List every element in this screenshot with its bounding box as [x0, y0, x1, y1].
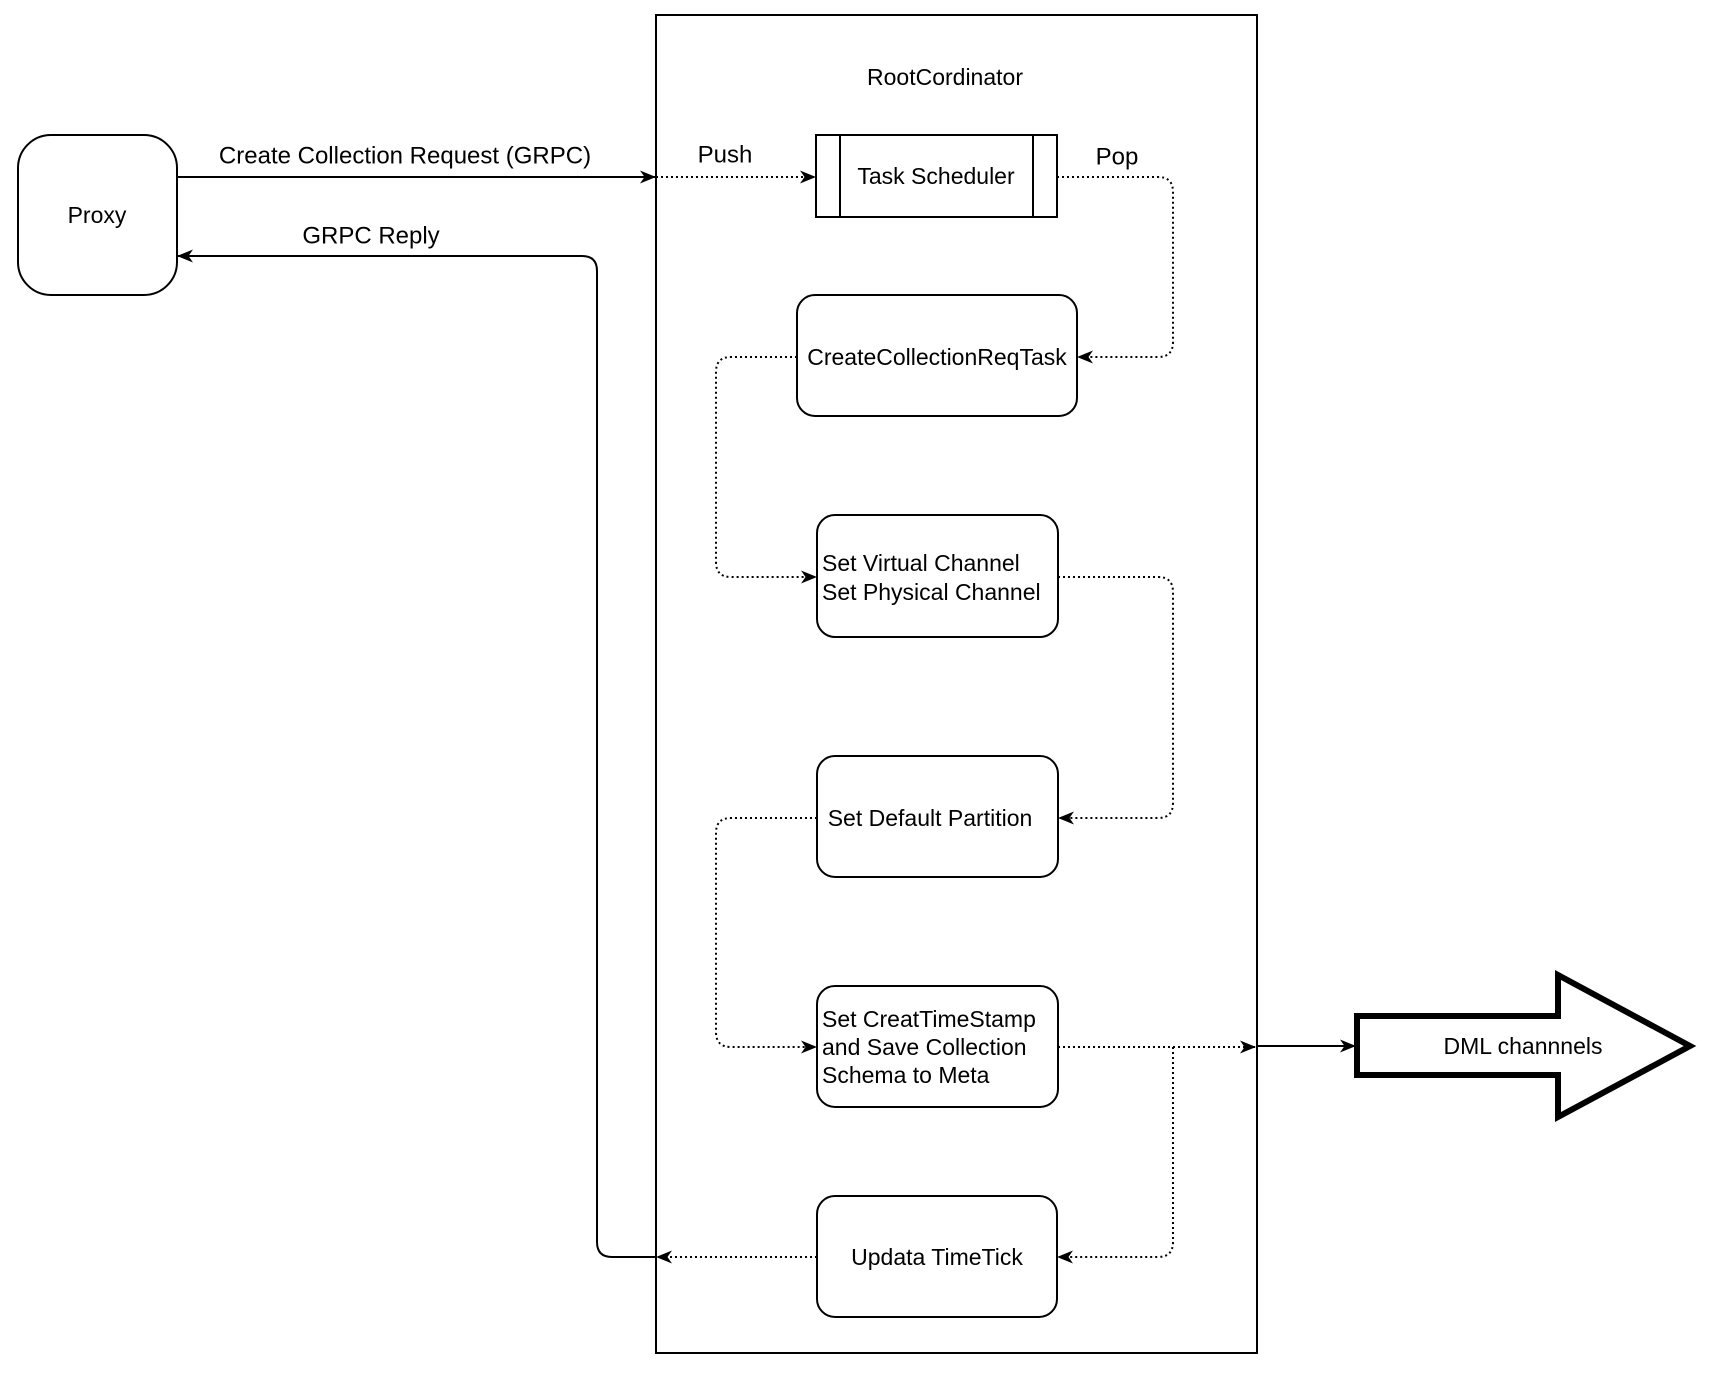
dml-channels-arrow-shape — [1354, 969, 1697, 1123]
edge-reqtask-to-setchannels — [715, 356, 817, 584]
set-channels-label-line1: Set Virtual Channel — [822, 550, 1020, 576]
edge-setchannels-to-defaultpartition — [1058, 576, 1174, 825]
rootcoordinator-container — [655, 14, 1258, 1354]
create-collection-req-task-node — [796, 294, 1078, 417]
edge-label-grpc-reply: GRPC Reply — [302, 223, 439, 250]
edge-label-create-collection-request: Create Collection Request (GRPC) — [219, 143, 591, 170]
task-scheduler-label: Task Scheduler — [857, 163, 1015, 189]
rootcoordinator-title: RootCordinator — [867, 64, 1023, 90]
proxy-node — [17, 134, 178, 296]
set-creat-timestamp-label-line2: and Save Collection — [822, 1034, 1027, 1060]
edge-pop — [1057, 176, 1174, 364]
edge-grpc-reply — [177, 249, 656, 1258]
set-channels-label-line2: Set Physical Channel — [822, 579, 1041, 605]
set-creat-timestamp-label-line1: Set CreatTimeStamp — [822, 1006, 1036, 1032]
edge-label-pop: Pop — [1096, 144, 1139, 171]
set-default-partition-label: Set Default Partition — [828, 805, 1033, 831]
edge-label-push: Push — [698, 142, 753, 169]
set-default-partition-node — [816, 755, 1059, 878]
set-creat-timestamp-label-line3: Schema to Meta — [822, 1062, 990, 1088]
dml-channels-label: DML channnels — [1444, 1033, 1603, 1059]
updata-timetick-label: Updata TimeTick — [851, 1244, 1023, 1270]
set-channels-node — [816, 514, 1059, 638]
proxy-label: Proxy — [68, 202, 127, 228]
create-collection-req-task-label: CreateCollectionReqTask — [807, 344, 1067, 370]
edge-timestamp-to-timetick — [1057, 1047, 1174, 1264]
